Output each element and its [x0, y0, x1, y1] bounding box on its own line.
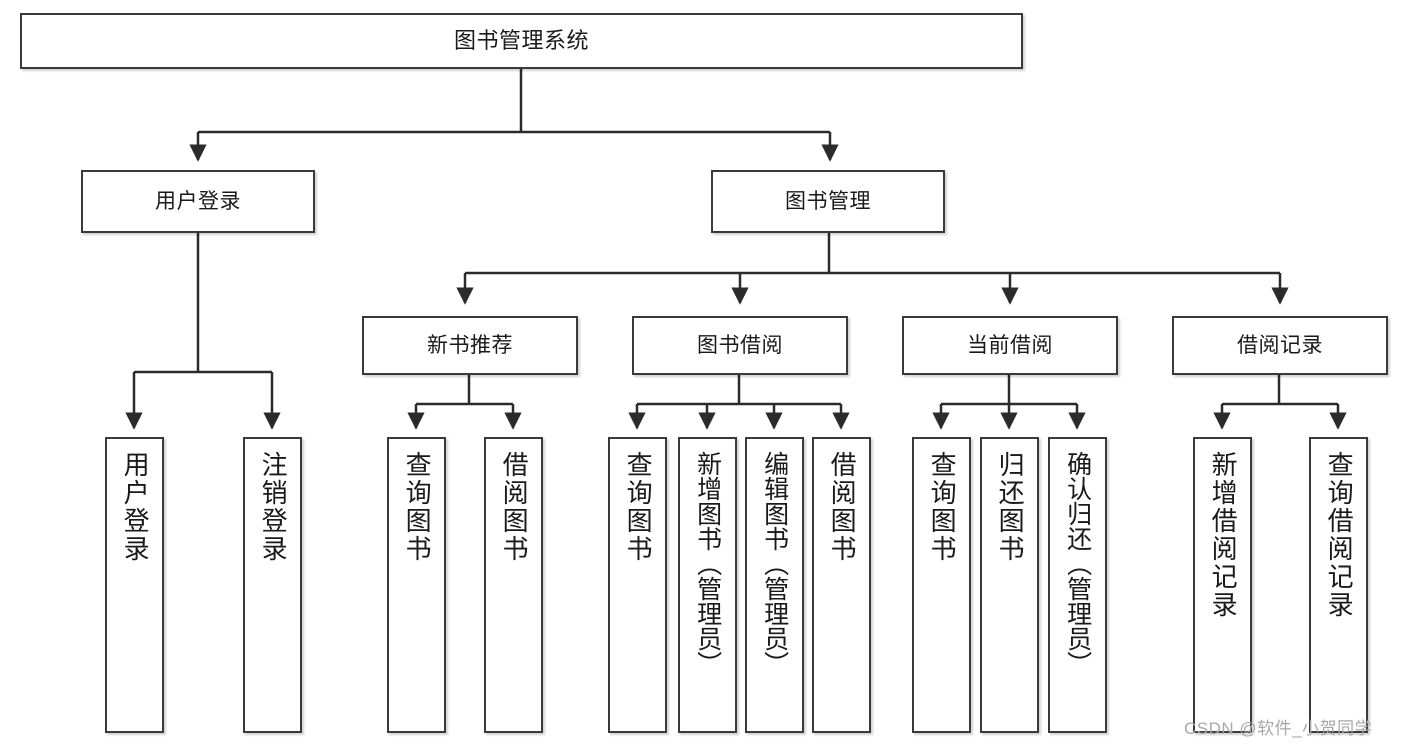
node-label: 用户登录: [155, 189, 241, 213]
node-label: 新增借阅记录: [1208, 451, 1239, 619]
leaf-current-borrow-query[interactable]: 查询图书: [912, 437, 971, 733]
leaf-new-book-query[interactable]: 查询图书: [387, 437, 446, 733]
node-label: 注销登录: [258, 451, 289, 563]
node-label: 编辑图书（管理员）: [760, 451, 789, 676]
node-book-borrow[interactable]: 图书借阅: [632, 316, 848, 375]
node-label: 归还图书: [995, 451, 1026, 563]
node-label: 图书借阅: [697, 333, 783, 357]
node-root-system[interactable]: 图书管理系统: [20, 13, 1023, 69]
node-label: 新书推荐: [427, 333, 513, 357]
leaf-user-login-logout[interactable]: 注销登录: [243, 437, 302, 733]
node-label: 新增图书（管理员）: [693, 451, 722, 676]
leaf-user-login-login[interactable]: 用户登录: [105, 437, 164, 733]
csdn-watermark: CSDN @软件_小贺同学: [1184, 719, 1373, 738]
leaf-current-borrow-return[interactable]: 归还图书: [980, 437, 1039, 733]
node-label: 图书管理系统: [453, 27, 589, 53]
node-current-borrow[interactable]: 当前借阅: [902, 316, 1118, 375]
node-label: 借阅记录: [1237, 333, 1323, 357]
leaf-book-borrow-query[interactable]: 查询图书: [608, 437, 667, 733]
node-label: 当前借阅: [967, 333, 1053, 357]
node-borrow-record[interactable]: 借阅记录: [1172, 316, 1388, 375]
node-label: 查询图书: [927, 451, 958, 563]
node-label: 借阅图书: [827, 451, 858, 563]
node-label: 查询图书: [623, 451, 654, 563]
leaf-book-borrow-edit[interactable]: 编辑图书（管理员）: [745, 437, 804, 733]
leaf-new-book-borrow[interactable]: 借阅图书: [484, 437, 543, 733]
node-book-management[interactable]: 图书管理: [711, 170, 945, 233]
leaf-borrow-record-add[interactable]: 新增借阅记录: [1193, 437, 1252, 733]
node-label: 查询图书: [402, 451, 433, 563]
leaf-book-borrow-borrow[interactable]: 借阅图书: [812, 437, 871, 733]
node-new-book-recommend[interactable]: 新书推荐: [362, 316, 578, 375]
leaf-borrow-record-query[interactable]: 查询借阅记录: [1309, 437, 1368, 733]
node-label: 图书管理: [785, 189, 871, 213]
node-label: 确认归还（管理员）: [1063, 451, 1092, 676]
node-user-login[interactable]: 用户登录: [81, 170, 315, 233]
node-label: 查询借阅记录: [1324, 451, 1355, 619]
leaf-current-borrow-confirm-return[interactable]: 确认归还（管理员）: [1048, 437, 1107, 733]
leaf-book-borrow-add[interactable]: 新增图书（管理员）: [678, 437, 737, 733]
node-label: 用户登录: [120, 451, 151, 563]
node-label: 借阅图书: [499, 451, 530, 563]
